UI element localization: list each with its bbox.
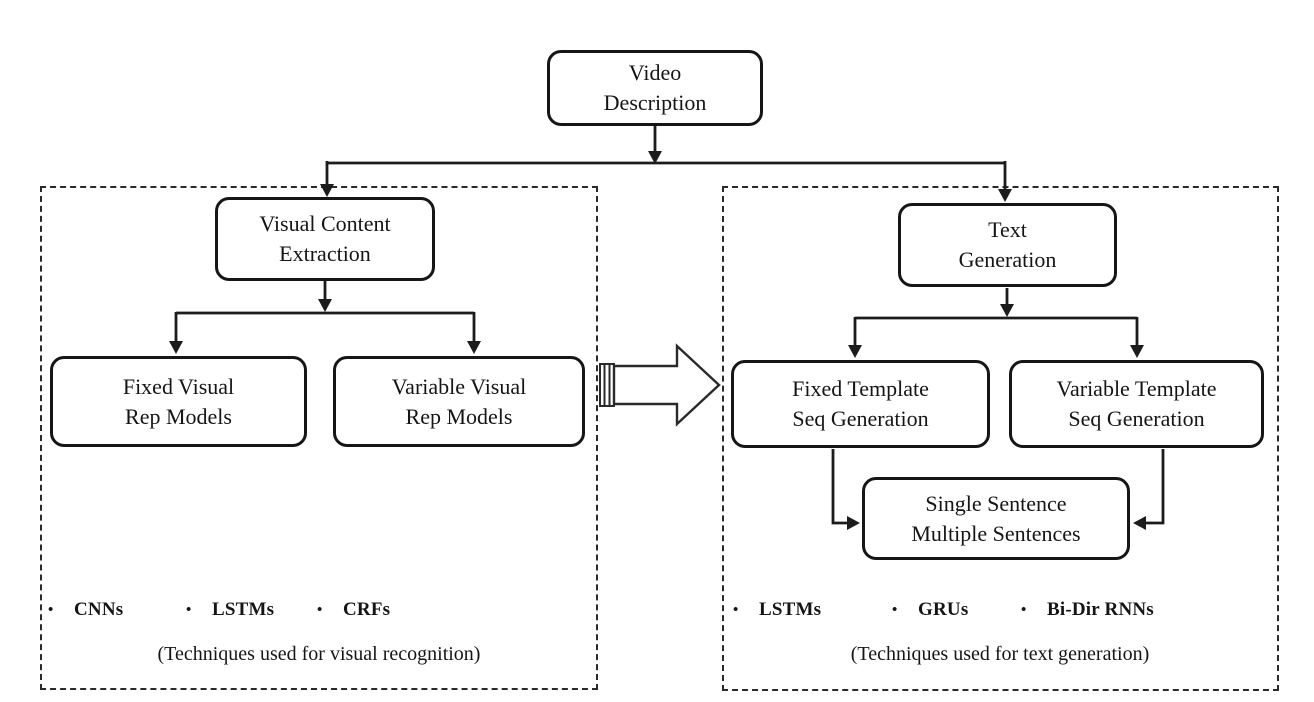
right-panel-caption: (Techniques used for text generation) [850,643,1150,665]
node-text-generation-line2: Generation [958,247,1057,272]
node-variable-visual-line2: Rep Models [405,403,513,429]
connector-variable-template-to-single [1145,449,1165,525]
node-video-description: Video Description [547,50,763,126]
left-panel-caption: (Techniques used for visual recognition) [157,643,481,665]
bullet-icon: • [48,601,54,618]
arrowhead-into-fixed-template [848,345,862,358]
right-technique-lstms: • LSTMs [733,597,821,623]
node-single-line1: Single Sentence [925,490,1067,516]
bullet-icon: • [892,601,898,618]
node-video-description-line1: Video [628,60,682,85]
arrowhead-into-single-right [1133,516,1146,530]
arrowhead-into-single-left [847,516,860,530]
node-text-generation-line1: Text [988,217,1027,242]
node-variable-visual-line1: Variable Visual [391,373,527,399]
bullet-icon: • [186,601,192,618]
node-single-multiple-sentences: Single Sentence Multiple Sentences [862,477,1130,560]
arrowhead-into-trunk [648,151,662,164]
left-technique-label-1: LSTMs [212,599,275,620]
node-fixed-visual-line1: Fixed Visual [122,373,235,399]
bullet-icon: • [733,601,739,618]
node-visual-content-extraction-line2: Extraction [279,241,371,266]
node-variable-template-line2: Seq Generation [1068,406,1205,431]
arrowhead-into-text-generation [998,189,1012,202]
left-technique-label-0: CNNs [74,599,124,620]
right-technique-grus: • GRUs [892,597,968,623]
arrowhead-into-visual-split [318,299,332,312]
node-visual-content-extraction-line1: Visual Content [259,211,391,236]
node-variable-visual-rep-models: Variable Visual Rep Models [333,356,585,447]
right-technique-bidir-rnns: • Bi-Dir RNNs [1021,597,1154,623]
node-visual-content-extraction: Visual Content Extraction [215,197,435,281]
node-single-line2: Multiple Sentences [911,520,1081,546]
right-technique-label-2: Bi-Dir RNNs [1047,599,1154,620]
node-fixed-visual-rep-models: Fixed Visual Rep Models [50,356,307,447]
panel-transition-block-arrow [599,343,721,427]
node-fixed-template-line1: Fixed Template [792,376,929,401]
block-arrow-tail-stripes [603,364,611,406]
node-video-description-line2: Description [603,90,707,115]
right-technique-label-0: LSTMs [759,599,822,620]
left-technique-cnns: • CNNs [48,597,123,623]
visual-content-extraction-panel [40,186,598,690]
left-technique-lstms: • LSTMs [186,597,274,623]
connector-fixed-template-to-single [831,449,848,525]
node-fixed-visual-line2: Rep Models [125,403,232,429]
bullet-icon: • [1021,601,1027,618]
arrowhead-into-variable-visual [467,341,481,354]
bullet-icon: • [317,601,323,618]
block-arrow-body [612,343,721,427]
right-technique-label-1: GRUs [918,599,969,620]
node-text-generation: Text Generation [898,203,1117,287]
left-technique-crfs: • CRFs [317,597,390,623]
node-fixed-template-line2: Seq Generation [792,406,929,431]
arrowhead-into-fixed-visual [169,341,183,354]
block-arrow-tail [599,363,615,407]
node-variable-template-seq-generation: Variable Template Seq Generation [1009,360,1264,448]
text-generation-panel [722,186,1279,691]
arrowhead-into-text-split [1000,304,1014,317]
left-technique-label-2: CRFs [343,599,391,620]
node-fixed-template-seq-generation: Fixed Template Seq Generation [731,360,990,448]
arrowhead-into-variable-template [1130,345,1144,358]
node-variable-template-line1: Variable Template [1056,376,1217,401]
arrowhead-into-visual-content [320,184,334,197]
